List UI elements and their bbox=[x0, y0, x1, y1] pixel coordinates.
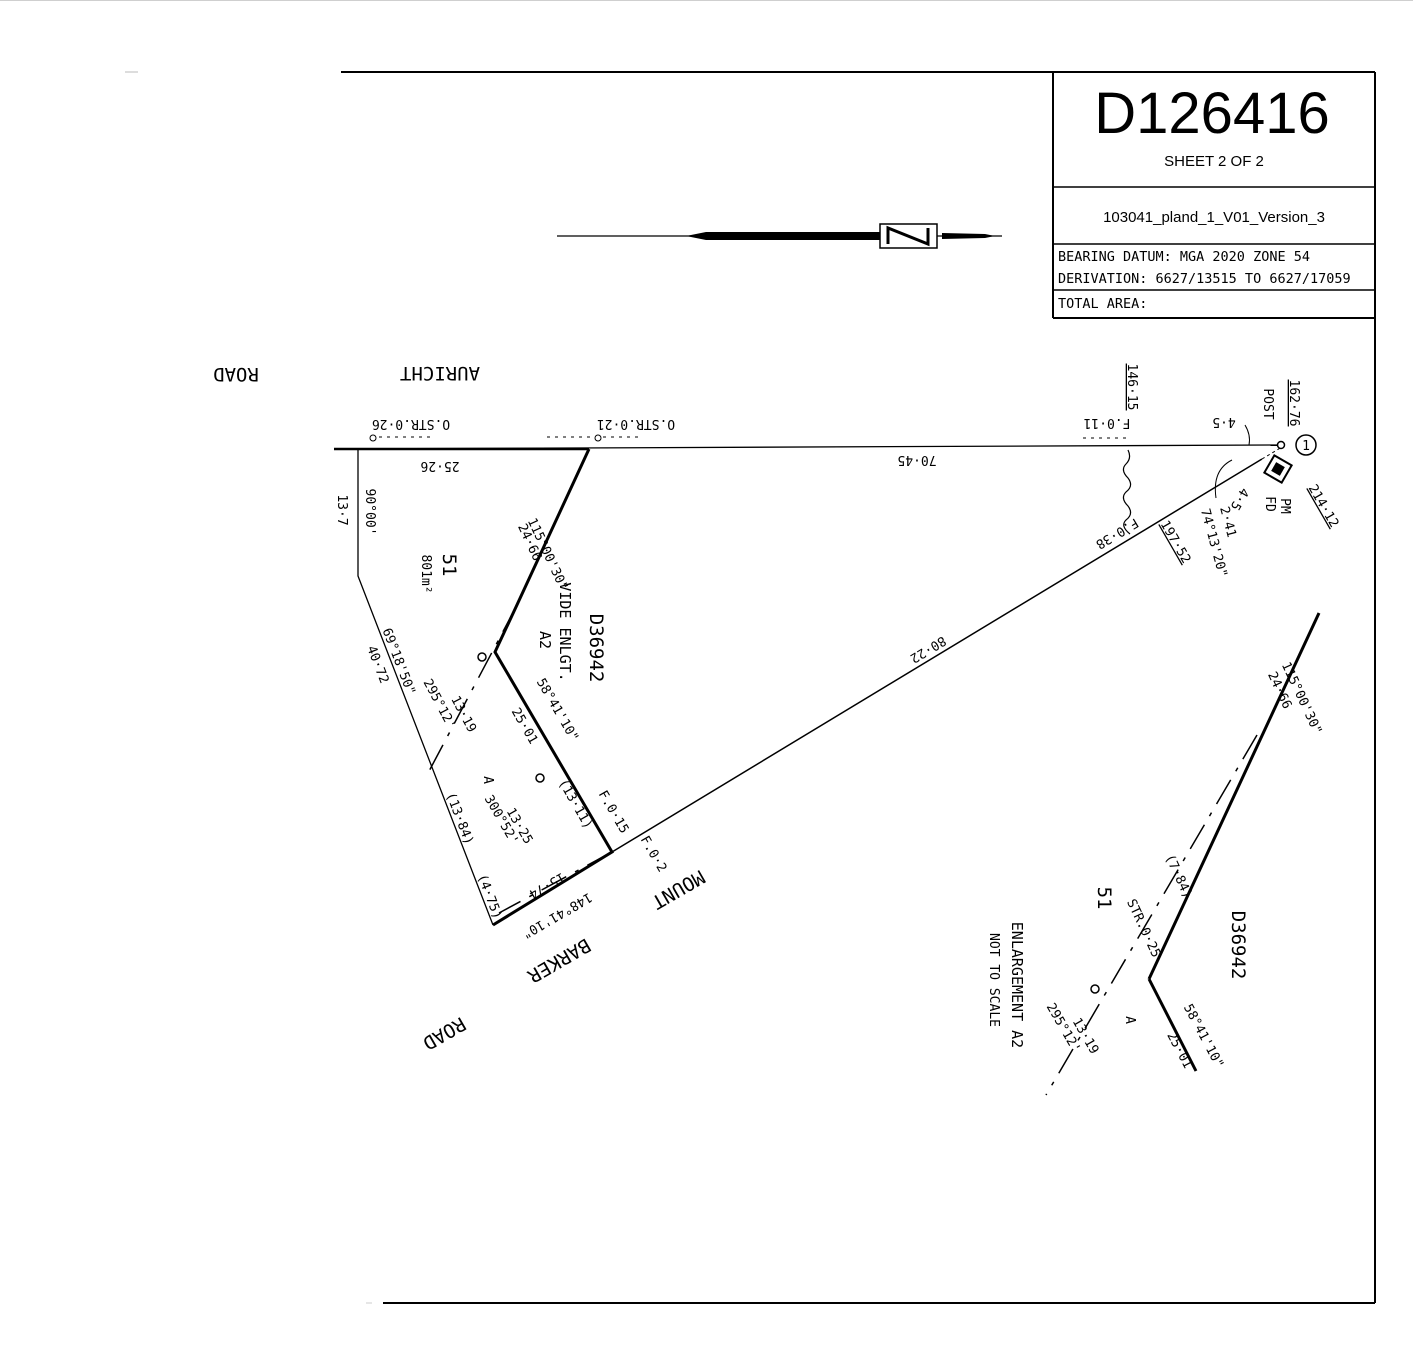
dim-1384: (13·84) bbox=[442, 790, 476, 847]
fence-02: F.0·2 bbox=[637, 834, 670, 875]
dim-475: (4·75) bbox=[474, 872, 505, 921]
easement-peg bbox=[477, 652, 487, 662]
easement-label: A bbox=[480, 776, 495, 784]
sheet-number: SHEET 2 OF 2 bbox=[1164, 153, 1264, 170]
fence-011: F.0·11 bbox=[1084, 415, 1131, 430]
ang-90: 90°00' bbox=[362, 489, 377, 536]
easement-dashed-line bbox=[426, 606, 613, 914]
ref-14615: 146·15 bbox=[1124, 364, 1139, 411]
dim-2526: 25·26 bbox=[420, 458, 459, 473]
road-name-barker: BARKER bbox=[523, 934, 594, 988]
enlargement-note: NOT TO SCALE bbox=[986, 933, 1001, 1027]
dim-7045: 70·45 bbox=[897, 452, 936, 467]
adjoining-plan: D36942 bbox=[585, 614, 607, 683]
enlargement-plan: D36942 bbox=[1227, 911, 1249, 980]
enlargement-lot: 51 bbox=[1093, 887, 1115, 910]
enl-dim-784: (7·84) bbox=[1161, 852, 1194, 901]
pm-label: PM bbox=[1277, 498, 1292, 514]
enlargement-a2: ENLARGEMENT A2 NOT TO SCALE 51 D36942 11… bbox=[986, 612, 1325, 1096]
easement-peg bbox=[1090, 984, 1100, 994]
ref-19752: 197·52 bbox=[1157, 518, 1193, 566]
plan-number: D126416 bbox=[1094, 81, 1329, 146]
total-area-label: TOTAL AREA: bbox=[1058, 296, 1147, 312]
boundary-dimensions: 25·26 70·45 13·7 90°00' 115°00'30" 24·66… bbox=[334, 452, 1251, 941]
ang-5841: 58°41'10" bbox=[533, 676, 581, 745]
road-suffix-auricht: ROAD bbox=[213, 363, 259, 385]
station-circle bbox=[1295, 434, 1317, 456]
road-name-auricht: AURICHT bbox=[400, 362, 480, 384]
enl-str-025: STR.0·25 bbox=[1123, 897, 1163, 960]
dim-137: 13·7 bbox=[334, 494, 349, 525]
post-ref: 162·76 bbox=[1286, 380, 1301, 427]
road-suffix-barker: ROAD bbox=[419, 1012, 470, 1054]
enlargement-title: ENLARGEMENT A2 bbox=[1008, 922, 1026, 1048]
enl-dim-2501: 25·01 bbox=[1163, 1030, 1195, 1072]
enl-easement-label: A bbox=[1122, 1016, 1137, 1024]
lot-area: 801m² bbox=[418, 554, 433, 593]
dim-1311: (13·11) bbox=[555, 777, 595, 832]
offset-021: O.STR.0·21 bbox=[597, 416, 675, 431]
offset-026: O.STR.0·26 bbox=[372, 416, 450, 431]
lot-number: 51 bbox=[438, 554, 460, 577]
vide-ref: A2 bbox=[536, 631, 554, 649]
dim-45-top: 4·5 bbox=[1212, 414, 1235, 429]
ref-21412: 214·12 bbox=[1305, 482, 1341, 530]
sheet-border bbox=[125, 71, 1376, 1304]
lot-boundaries bbox=[333, 444, 1278, 927]
station-number: 1 bbox=[1302, 439, 1310, 454]
dim-1574: 15·74 bbox=[526, 869, 568, 902]
post-label: POST bbox=[1260, 388, 1275, 419]
road-offset-labels: O.STR.0·26 O.STR.0·21 F.0·11 146·15 4·5 bbox=[369, 364, 1236, 442]
dim-2501: 25·01 bbox=[508, 706, 541, 747]
page-top-rule bbox=[0, 0, 1413, 1]
derivation: DERIVATION: 6627/13515 TO 6627/17059 bbox=[1058, 271, 1351, 287]
vide-label: VIDE ENLGT. bbox=[556, 582, 574, 681]
north-arrow-icon: N bbox=[557, 223, 1002, 249]
title-block: D126416 SHEET 2 OF 2 103041_pland_1_V01_… bbox=[1052, 72, 1375, 319]
file-reference: 103041_pland_1_V01_Version_3 bbox=[1103, 209, 1325, 226]
easement-peg bbox=[535, 773, 545, 783]
lot-labels: 51 801m² VIDE ENLGT. A2 D36942 A bbox=[418, 554, 607, 785]
bearing-datum: BEARING DATUM: MGA 2020 ZONE 54 bbox=[1058, 249, 1310, 265]
fd-label: FD bbox=[1262, 496, 1277, 512]
